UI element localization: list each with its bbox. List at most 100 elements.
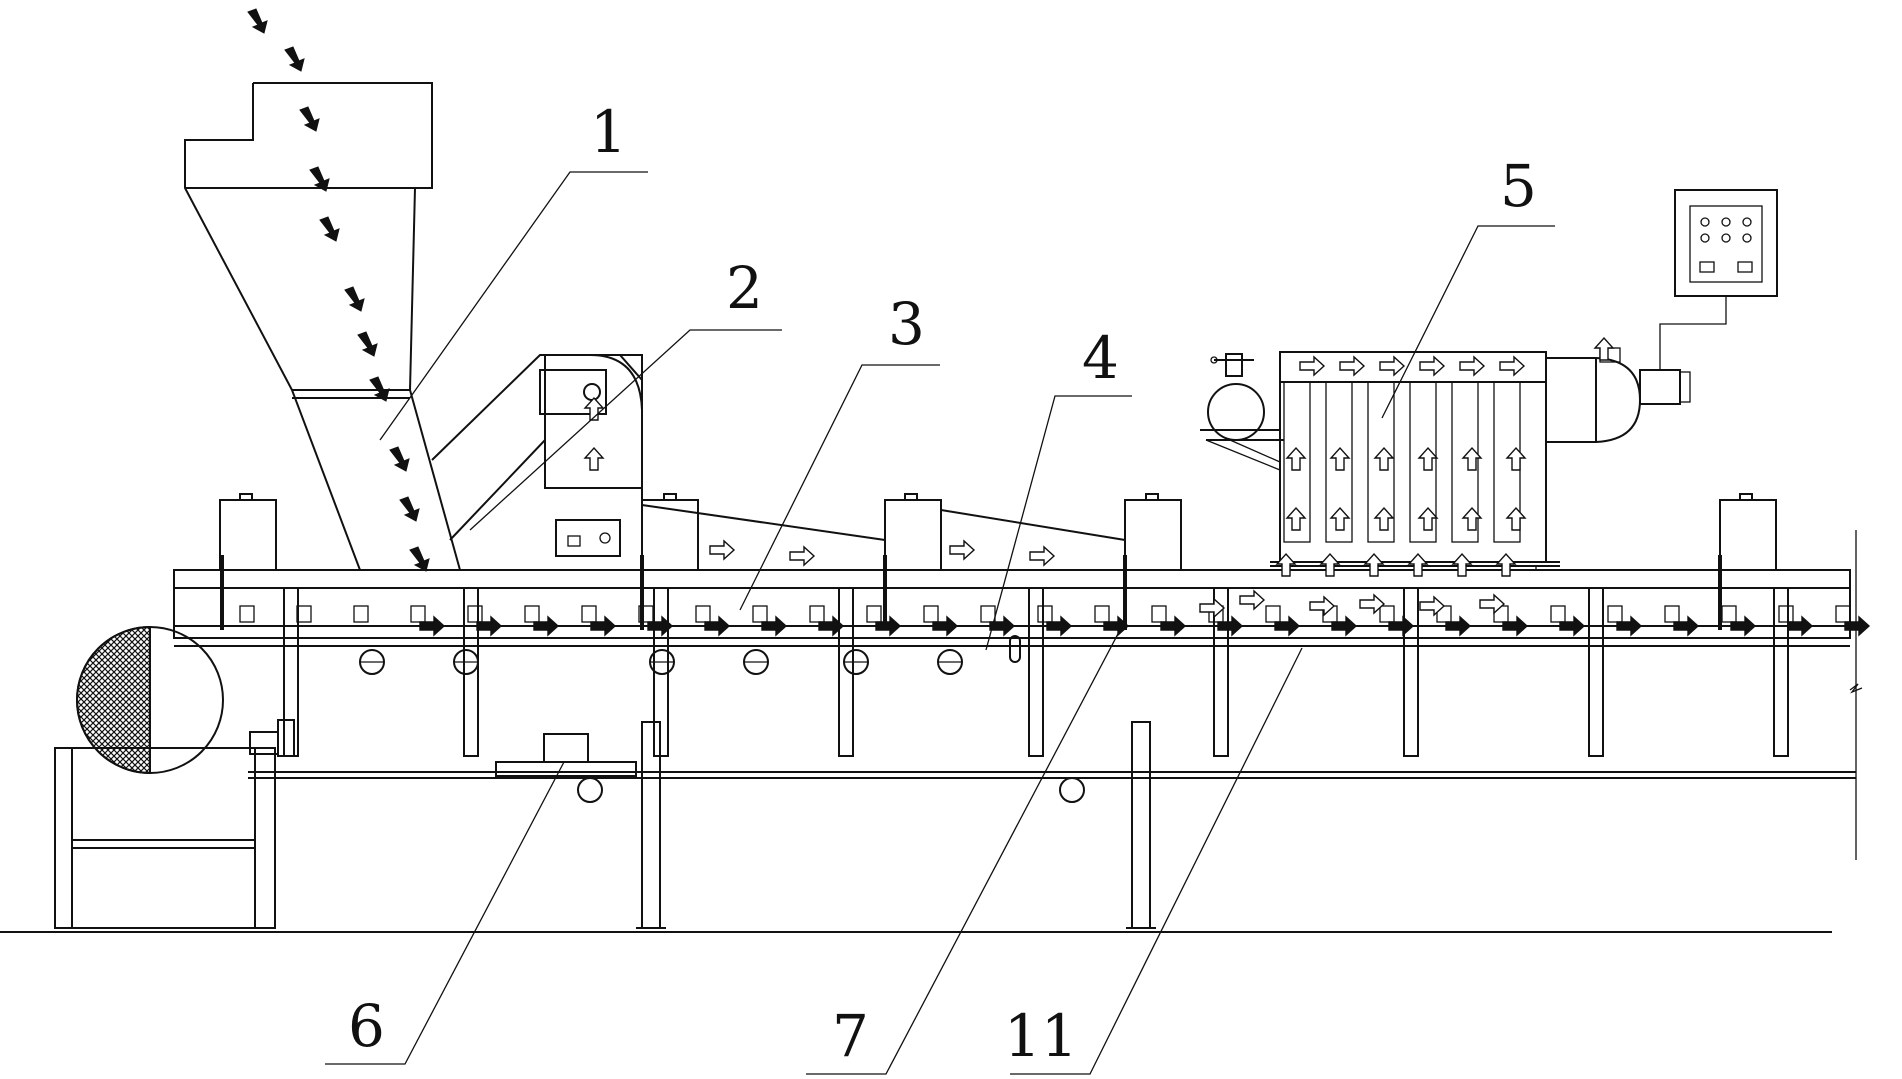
air-flow-arrow — [1495, 552, 1517, 577]
feed-flow-arrow — [319, 216, 340, 242]
flow-arrows — [247, 8, 1871, 637]
product-flow-arrow — [1787, 615, 1814, 637]
callout-11: 11 — [1004, 1002, 1078, 1070]
product-flow-arrow — [1388, 615, 1415, 637]
product-flow-arrow — [932, 615, 959, 637]
product-flow-arrow — [533, 615, 560, 637]
air-flow-arrow — [1419, 595, 1446, 617]
air-flow-arrow — [1329, 506, 1351, 531]
drum — [36, 625, 295, 933]
air-flow-arrow — [1505, 446, 1527, 471]
product-flow-arrow — [590, 615, 617, 637]
air-flow-arrow — [583, 396, 605, 421]
product-flow-arrow — [1445, 615, 1472, 637]
air-flow-arrow — [1239, 589, 1266, 611]
air-flow-arrow — [1285, 506, 1307, 531]
callout-5: 5 — [1500, 152, 1537, 220]
belt-clamp — [1721, 605, 1737, 623]
air-flow-arrow — [1199, 597, 1226, 619]
air-flow-arrow — [1373, 506, 1395, 531]
air-flow-arrow — [789, 545, 816, 567]
air-flow-arrow — [583, 446, 605, 471]
support-leg — [838, 587, 854, 757]
air-flow-arrow — [1459, 355, 1486, 377]
belt-clamp — [467, 605, 483, 623]
support-leg — [1403, 587, 1419, 757]
vibration-motor — [495, 733, 1085, 803]
belt-clamp — [923, 605, 939, 623]
callout-3: 3 — [888, 290, 925, 358]
support-leg — [1028, 587, 1044, 757]
support-leg — [283, 587, 299, 757]
belt-clamp — [239, 605, 255, 623]
air-flow-arrow — [1461, 506, 1483, 531]
feed-flow-arrow — [389, 446, 410, 472]
air-flow-arrow — [1363, 552, 1385, 577]
air-flow-arrow — [1461, 446, 1483, 471]
feed-hopper — [184, 82, 461, 571]
air-flow-arrow — [1593, 336, 1615, 361]
air-flow-arrow — [1319, 552, 1341, 577]
feed-flow-arrow — [399, 496, 420, 522]
air-flow-arrow — [1029, 545, 1056, 567]
feed-flow-arrow — [247, 8, 268, 34]
product-flow-arrow — [647, 615, 674, 637]
air-flow-arrow — [1451, 552, 1473, 577]
product-flow-arrow — [704, 615, 731, 637]
top-fan-housings — [219, 493, 1777, 571]
air-flow-arrow — [1419, 355, 1446, 377]
belt-clamp — [296, 605, 312, 623]
recirculation-duct — [431, 354, 643, 570]
callout-4: 4 — [1082, 324, 1119, 392]
product-flow-arrow — [1502, 615, 1529, 637]
belt-clamp — [353, 605, 369, 623]
feed-flow-arrow — [299, 106, 320, 132]
product-flow-arrow — [1274, 615, 1301, 637]
callout-6: 6 — [348, 992, 385, 1060]
product-flow-arrow — [1217, 615, 1244, 637]
tension-pin — [1009, 635, 1021, 663]
belt-clamp — [524, 605, 540, 623]
belt-clamp — [410, 605, 426, 623]
belt-clamp — [1094, 605, 1110, 623]
product-flow-arrow — [761, 615, 788, 637]
air-flow-arrow — [1299, 355, 1326, 377]
air-flow-arrow — [1379, 355, 1406, 377]
feed-flow-arrow — [284, 46, 305, 72]
callout-2: 2 — [726, 254, 763, 322]
belt-clamp — [752, 605, 768, 623]
product-flow-arrow — [875, 615, 902, 637]
air-flow-arrow — [1417, 446, 1439, 471]
belt-clamp — [1151, 605, 1167, 623]
belt-rollers — [359, 635, 1021, 675]
product-flow-arrow — [1331, 615, 1358, 637]
product-flow-arrow — [1730, 615, 1757, 637]
product-flow-arrow — [1844, 615, 1871, 637]
product-flow-arrow — [476, 615, 503, 637]
air-flow-arrow — [1499, 355, 1526, 377]
product-flow-arrow — [1616, 615, 1643, 637]
product-flow-arrow — [419, 615, 446, 637]
air-flow-arrow — [1275, 552, 1297, 577]
callout-1: 1 — [590, 98, 627, 166]
belt-clamp — [980, 605, 996, 623]
air-flow-arrow — [1479, 593, 1506, 615]
product-flow-arrow — [818, 615, 845, 637]
air-flow-arrow — [1339, 355, 1366, 377]
belt-clamp — [1664, 605, 1680, 623]
air-flow-arrow — [1329, 446, 1351, 471]
product-flow-arrow — [1160, 615, 1187, 637]
belt-clamp — [695, 605, 711, 623]
belt-clamp — [1607, 605, 1623, 623]
support-leg — [1213, 587, 1229, 757]
leader-lines — [325, 171, 1555, 1075]
product-flow-arrow — [1046, 615, 1073, 637]
control-panel — [1659, 189, 1778, 370]
feed-flow-arrow — [357, 331, 378, 357]
belt-clamp — [581, 605, 597, 623]
air-flow-arrow — [949, 539, 976, 561]
conveyor-housing — [173, 530, 1863, 860]
belt-clamp — [809, 605, 825, 623]
product-flow-arrow — [1103, 615, 1130, 637]
